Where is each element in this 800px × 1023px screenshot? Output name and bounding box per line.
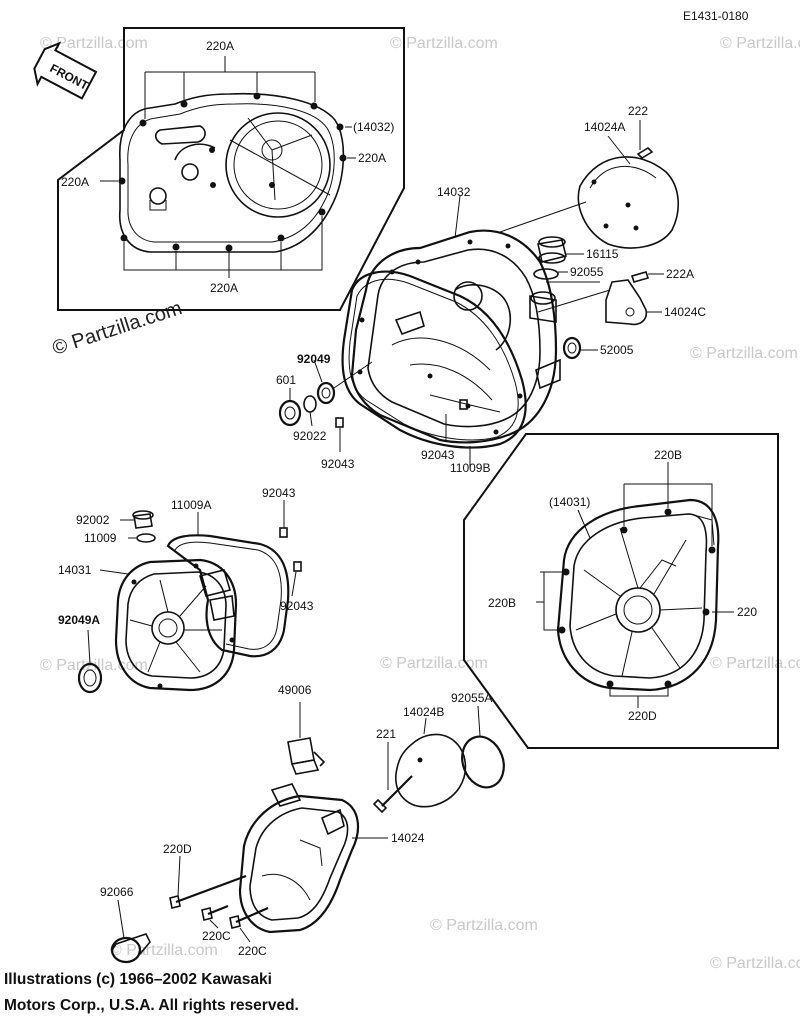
callout-221: 221 [376,727,396,741]
watermark: © Partzilla.com [430,917,538,934]
callout-14024: 14024 [391,831,425,845]
part-92043-pin-b [445,399,468,442]
callout-220A-top: 220A [206,39,234,53]
part-11009A-gasket [166,512,290,658]
detail-frame-clutch-cover [57,27,405,311]
callout-14024A: 14024A [584,120,625,134]
callout-11009A: 11009A [171,498,211,512]
callout-52005: 52005 [600,343,634,357]
callout-49006: 49006 [278,683,312,697]
part-11009-gasket [128,533,156,543]
part-52005-seal [562,336,598,360]
callout-220D: 220D [163,842,192,856]
callout-601: 601 [276,373,296,387]
callout-11009B: 11009B [450,461,490,475]
callout-14032: 14032 [437,185,471,199]
callout-14024B: 14024B [403,705,444,719]
callout-220C-a: 220C [202,929,231,943]
part-14032-clutch-cover [350,195,587,444]
copyright-line-2: Motors Corp., U.S.A. All rights reserved… [4,997,299,1014]
part-601-bearing [278,388,302,427]
diagram-id: E1431-0180 [683,9,749,23]
part-220D-bolt [169,855,247,909]
copyright-notice: Illustrations (c) 1966–2002 Kawasaki Mot… [4,967,424,1019]
front-arrow: FRONT [33,41,98,100]
part-49006-switch [287,702,326,775]
callout-220A-right: 220A [358,151,386,165]
callout-14031: 14031 [58,563,92,577]
watermark: © Partzilla.com [110,942,218,959]
callout-92043-a: 92043 [321,457,355,471]
watermark: © Partzilla.com [390,35,498,52]
callout-92002: 92002 [76,513,110,527]
part-11009B-gasket [341,270,527,449]
part-92022-washer [303,395,317,427]
callout-16115: 16115 [586,247,619,261]
part-92043-pin-d [291,561,302,597]
watermark-dark: © Partzilla.com [50,297,185,360]
part-14024B-cover [395,717,467,808]
callout-14031-paren: (14031) [549,495,590,509]
callout-92066: 92066 [100,885,134,899]
callout-220C-b: 220C [238,944,267,958]
callout-92055A: 92055A [451,691,492,705]
callout-92055: 92055 [570,265,604,279]
watermark: © Partzilla.com [40,35,148,52]
callout-222A: 222A [666,267,694,281]
watermark: © Partzilla.com [380,655,488,672]
part-92066-plug [110,899,151,964]
callout-220A-left: 220A [61,175,89,189]
callout-220B-left: 220B [488,596,516,610]
part-221-bolt [372,742,413,814]
callout-220A-bottom: 220A [210,281,238,295]
part-92002-plug [120,510,154,529]
generator-cover-detail [536,462,734,708]
callout-92043-b: 92043 [421,448,455,462]
callout-92049A: 92049A [58,613,100,627]
part-14024C-bracket [605,271,664,326]
watermark: © Partzilla.com [690,345,798,362]
part-16115-oil-cap [537,236,584,264]
callout-92043-d: 92043 [280,599,314,613]
part-92049-seal [313,359,373,405]
part-92049A-seal [77,629,103,694]
clutch-cover-detail [100,56,356,278]
watermark: © Partzilla.com [710,955,800,972]
callout-14024C: 14024C [664,305,706,319]
part-92055A-o-ring [461,705,505,789]
part-14024A-cover [577,120,680,249]
part-92043-pin-a [335,417,344,452]
callout-14032-paren: (14032) [353,120,394,134]
watermark: © Partzilla.com [710,655,800,672]
callout-11009: 11009 [84,531,117,545]
callout-92043-c: 92043 [262,486,296,500]
copyright-line-1: Illustrations (c) 1966–2002 Kawasaki [4,971,272,988]
watermark: © Partzilla.com [720,35,800,52]
callout-220B-top: 220B [654,448,682,462]
callout-220D-box: 220D [628,709,657,723]
callout-92049: 92049 [297,352,331,366]
part-220C-bolts [201,904,269,943]
callout-92022: 92022 [293,429,327,443]
part-14024-cover [238,783,388,934]
part-92055-o-ring [533,268,559,280]
part-14031-generator-cover [99,558,238,692]
callout-220-right: 220 [737,605,757,619]
part-92043-pin-c [279,500,288,538]
callout-222: 222 [628,104,648,118]
detail-frame-generator-cover [463,433,779,749]
